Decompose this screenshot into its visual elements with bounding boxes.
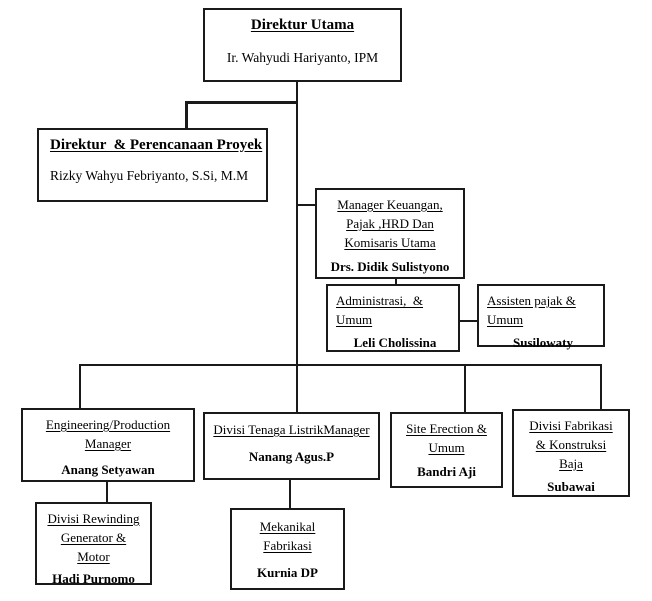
box-person-name: Kurnia DP <box>256 565 319 580</box>
box-title: Assisten pajak & Umum <box>487 293 576 327</box>
box-title: Mekanikal Fabrikasi <box>259 519 316 553</box>
org-box-divisi-rewinding: Divisi Rewinding Generator & Motor Hadi … <box>35 502 152 586</box>
box-person-name: Rizky Wahyu Febriyanto, S.Si, M.M <box>50 168 249 183</box>
connector-trunk-vertical <box>296 82 298 412</box>
connector-perencanaan-horizontal <box>185 101 298 104</box>
connector-drop-fabrikasi <box>600 364 602 409</box>
org-box-assisten-pajak: Assisten pajak & Umum Susilowaty <box>477 284 605 350</box>
box-person-name: Susilowaty <box>513 335 573 350</box>
connector-tenaga-mekanikal <box>289 480 291 508</box>
box-title: Administrasi, & Umum <box>336 293 424 327</box>
org-box-direktur-perencanaan: Direktur & Perencanaan Proyek Rizky Wahy… <box>37 128 268 202</box>
connector-engineering-rewinding <box>106 482 108 502</box>
connector-manager-stub <box>298 204 315 206</box>
box-title: Divisi Fabrikasi & Konstruksi Baja <box>529 418 613 471</box>
box-title: Direktur Utama <box>250 17 355 33</box>
box-person-name: Bandri Aji <box>417 464 476 479</box>
connector-perencanaan-vertical <box>185 101 188 128</box>
box-person-name: Nanang Agus.P <box>248 449 335 464</box>
connector-drop-site-erection <box>464 364 466 412</box>
org-box-manager-keuangan: Manager Keuangan, Pajak ,HRD Dan Komisar… <box>315 188 465 279</box>
org-box-divisi-fabrikasi: Divisi Fabrikasi & Konstruksi Baja Subaw… <box>512 409 630 497</box>
box-title: Divisi Rewinding Generator & Motor <box>47 511 140 564</box>
org-box-site-erection: Site Erection & Umum Bandri Aji <box>390 412 503 488</box>
box-title: Direktur & Perencanaan Proyek <box>50 137 263 153</box>
connector-distribution-horizontal <box>79 364 602 366</box>
box-person-name: Drs. Didik Sulistyono <box>330 259 450 274</box>
box-person-name: Ir. Wahyudi Hariyanto, IPM <box>226 50 379 65</box>
connector-drop-engineering <box>79 364 81 408</box>
org-box-administrasi-umum: Administrasi, & Umum Leli Cholissina <box>326 284 460 352</box>
box-title: Divisi Tenaga ListrikManager <box>213 422 370 437</box>
box-title: Engineering/Production Manager <box>45 417 171 451</box>
org-box-engineering-production: Engineering/Production Manager Anang Set… <box>21 408 195 482</box>
box-person-name: Hadi Purnomo <box>52 571 135 586</box>
connector-manager-administrasi <box>395 279 397 284</box>
box-person-name: Subawai <box>547 479 595 494</box>
org-box-divisi-tenaga-listrik: Divisi Tenaga ListrikManager Nanang Agus… <box>203 412 380 480</box>
box-person-name: Leli Cholissina <box>353 335 437 350</box>
connector-administrasi-assisten <box>460 320 477 322</box>
box-title: Site Erection & Umum <box>406 421 487 455</box>
box-person-name: Anang Setyawan <box>61 462 155 477</box>
org-box-mekanikal-fabrikasi: Mekanikal Fabrikasi Kurnia DP <box>230 508 345 590</box>
org-box-direktur-utama: Direktur Utama Ir. Wahyudi Hariyanto, IP… <box>203 8 402 82</box>
box-title: Manager Keuangan, Pajak ,HRD Dan Komisar… <box>337 197 443 250</box>
